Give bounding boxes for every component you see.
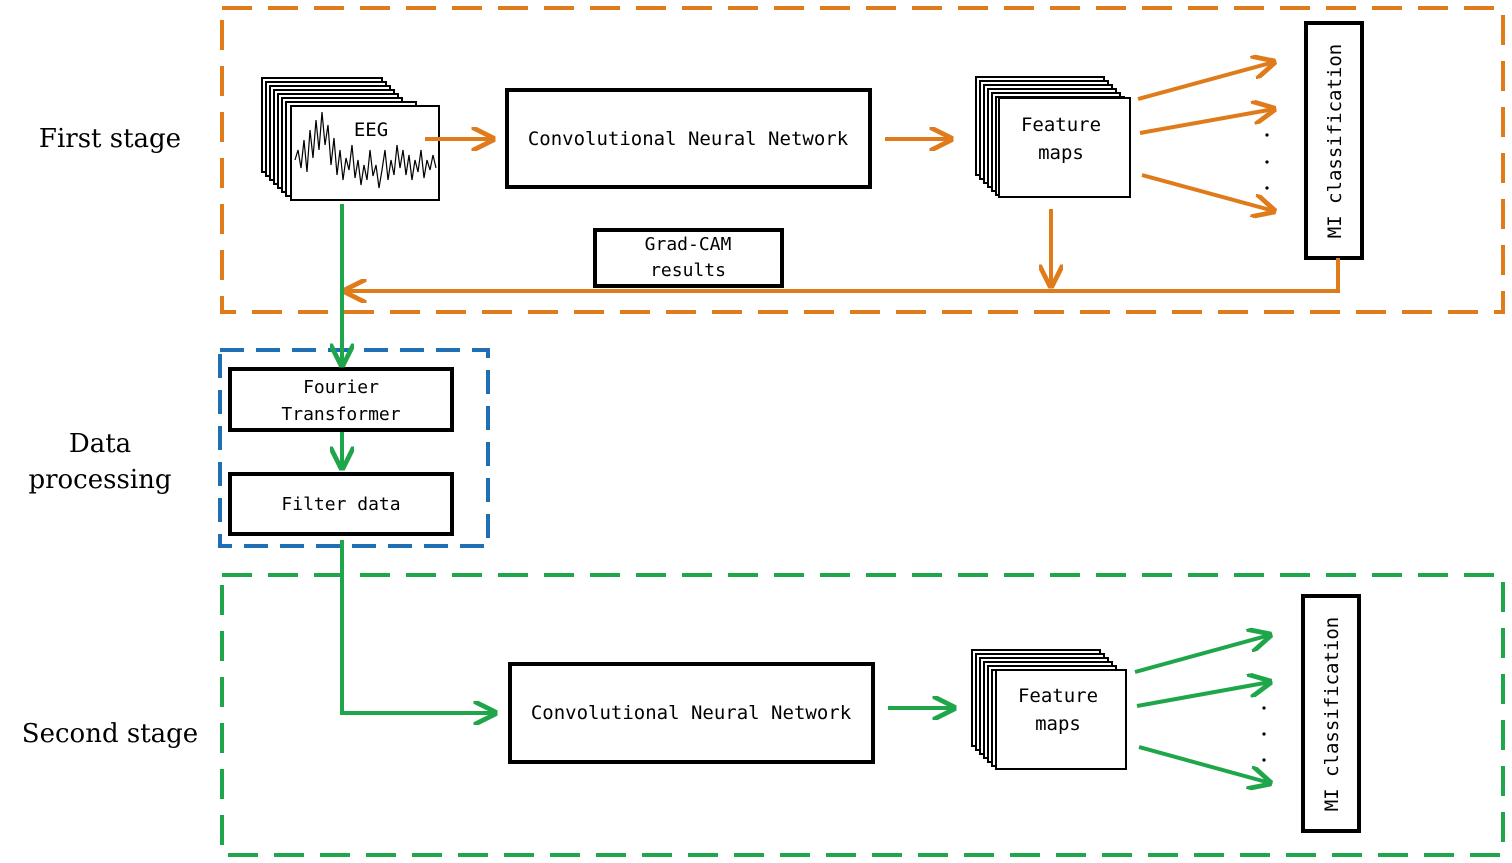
green-flow-arrows <box>342 204 1270 783</box>
fourier-transformer-box <box>228 367 454 432</box>
gradcam-box <box>593 228 784 288</box>
mi-classification-first-box <box>1304 21 1364 260</box>
arrow-filter-to-cnn2 <box>340 540 495 713</box>
gradcam-label-line1: Grad-CAM <box>645 234 732 255</box>
arrow-feature-to-class-bottom <box>1141 173 1274 211</box>
cnn-second-stage-label: Convolutional Neural Network <box>531 702 852 724</box>
feature-maps-second-label-line2: maps <box>1035 713 1081 735</box>
mi-classification-first-label: MI classification <box>1324 44 1346 238</box>
ellipsis-dots-second <box>1262 706 1266 762</box>
fourier-label-line1: Fourier <box>303 377 379 398</box>
cnn-first-stage-box <box>505 88 872 189</box>
arrow-feature-to-class-top <box>1137 62 1274 101</box>
first-stage-frame <box>220 6 1505 314</box>
eeg-waveform <box>294 111 437 189</box>
feature-maps-first-label-line1: Feature <box>1021 114 1101 136</box>
feature-maps-first-stage: Feature maps <box>975 76 1131 198</box>
feature-maps-second-label-line1: Feature <box>1018 685 1098 707</box>
filter-data-label: Filter data <box>281 494 400 515</box>
feature-maps-second-stage: Feature maps <box>971 649 1127 770</box>
filter-data-box <box>228 472 454 536</box>
data-processing-frame <box>218 348 490 548</box>
data-processing-label-line1: Data <box>69 429 131 459</box>
arrow-feature2-to-class-bottom <box>1138 745 1270 783</box>
mi-classification-second-label: MI classification <box>1321 617 1343 811</box>
first-stage-arrows <box>345 62 1340 291</box>
cnn-first-stage-label: Convolutional Neural Network <box>528 128 849 150</box>
feedback-line-mi-to-eeg <box>345 258 1340 291</box>
arrow-feature-to-class-mid <box>1139 109 1274 135</box>
gradcam-label-line2: results <box>650 260 726 281</box>
arrow-feature2-to-class-top <box>1134 635 1270 674</box>
second-stage-label: Second stage <box>22 719 198 749</box>
cnn-second-stage-box <box>508 662 875 764</box>
feature-maps-first-front <box>998 97 1131 198</box>
mi-classification-second-box <box>1301 594 1361 833</box>
feature-maps-second-front <box>995 669 1127 770</box>
first-stage-label: First stage <box>39 124 181 154</box>
eeg-label: EEG <box>354 119 388 141</box>
eeg-stack: EEG <box>261 77 440 201</box>
ellipsis-dots-first <box>1265 133 1269 190</box>
arrow-feature2-to-class-mid <box>1136 682 1270 708</box>
feature-maps-first-label-line2: maps <box>1038 142 1084 164</box>
data-processing-label-line2: processing <box>28 465 171 495</box>
fourier-label-line2: Transformer <box>281 404 400 425</box>
